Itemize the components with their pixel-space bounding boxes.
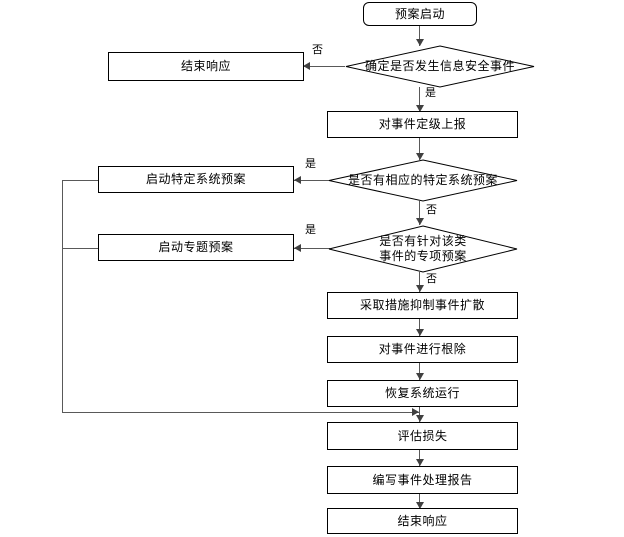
node-decision-incident[interactable]: 确定是否发生信息安全事件 xyxy=(345,45,535,88)
connector-decision-incident-to-report-grade xyxy=(419,87,420,112)
arrowhead-decision-system xyxy=(416,153,424,160)
arrowhead-report-grade xyxy=(416,105,424,112)
return-stub-special-plan xyxy=(62,248,99,249)
node-decision-system-plan-label: 是否有相应的特定系统预案 xyxy=(347,173,498,187)
edge-label-incident-yes: 是 xyxy=(425,86,436,99)
arrowhead-decision-special xyxy=(416,218,424,225)
connector-assess-loss-to-write-report xyxy=(419,450,420,466)
node-start-system-plan[interactable]: 启动特定系统预案 xyxy=(98,166,294,193)
edge-label-system-plan-yes: 是 xyxy=(305,157,316,170)
diamond-shape-special-plan xyxy=(328,225,518,273)
arrowhead-return-bus xyxy=(412,408,419,416)
return-stub-system-plan xyxy=(62,180,99,181)
node-write-report[interactable]: 编写事件处理报告 xyxy=(327,466,518,494)
connector-eradicate-to-recover xyxy=(419,362,420,380)
arrowhead-end-top xyxy=(303,62,310,70)
connector-recover-to-assess-loss xyxy=(419,406,420,422)
node-start[interactable]: 预案启动 xyxy=(363,2,477,26)
node-contain[interactable]: 采取措施抑制事件扩散 xyxy=(327,292,518,319)
node-recover[interactable]: 恢复系统运行 xyxy=(327,380,518,407)
node-decision-system-plan[interactable]: 是否有相应的特定系统预案 xyxy=(328,159,518,202)
node-decision-special-plan-label: 是否有针对该类 事件的专项预案 xyxy=(379,234,467,263)
connector-decision-incident-to-end-top xyxy=(303,66,345,67)
connector-decision-special-to-contain xyxy=(419,272,420,292)
node-report-grade[interactable]: 对事件定级上报 xyxy=(327,111,518,138)
diamond-shape-system-plan xyxy=(328,159,518,202)
connector-decision-special-to-start-special xyxy=(294,248,330,249)
return-bus-horizontal xyxy=(62,412,419,413)
arrowhead-decision-incident xyxy=(416,39,424,46)
edge-label-incident-no: 否 xyxy=(312,43,323,56)
node-start-special-plan[interactable]: 启动专题预案 xyxy=(98,234,294,261)
arrowhead-eradicate xyxy=(416,329,424,336)
connector-decision-system-to-start-system xyxy=(294,180,330,181)
edge-label-special-plan-no: 否 xyxy=(426,272,437,285)
connector-start-to-decision-incident xyxy=(419,25,420,46)
return-bus-vertical xyxy=(62,180,63,413)
arrowhead-start-system xyxy=(294,176,301,184)
node-assess-loss[interactable]: 评估损失 xyxy=(327,422,518,450)
connector-contain-to-eradicate xyxy=(419,318,420,336)
connector-report-grade-to-decision-system xyxy=(419,137,420,160)
edge-label-system-plan-no: 否 xyxy=(426,203,437,216)
arrowhead-assess-loss xyxy=(416,415,424,422)
node-end-response-top[interactable]: 结束响应 xyxy=(108,52,304,81)
arrowhead-end-bottom xyxy=(416,502,424,509)
arrowhead-write-report xyxy=(416,459,424,466)
arrowhead-recover xyxy=(416,373,424,380)
edge-label-special-plan-yes: 是 xyxy=(305,223,316,236)
arrowhead-start-special xyxy=(294,244,301,252)
node-decision-incident-label: 确定是否发生信息安全事件 xyxy=(364,59,515,73)
connector-decision-system-to-decision-special xyxy=(419,201,420,225)
diamond-shape-incident xyxy=(345,45,535,88)
node-decision-special-plan[interactable]: 是否有针对该类 事件的专项预案 xyxy=(328,225,518,273)
arrowhead-contain xyxy=(416,285,424,292)
node-end-response-bottom[interactable]: 结束响应 xyxy=(327,508,518,534)
node-eradicate[interactable]: 对事件进行根除 xyxy=(327,336,518,363)
